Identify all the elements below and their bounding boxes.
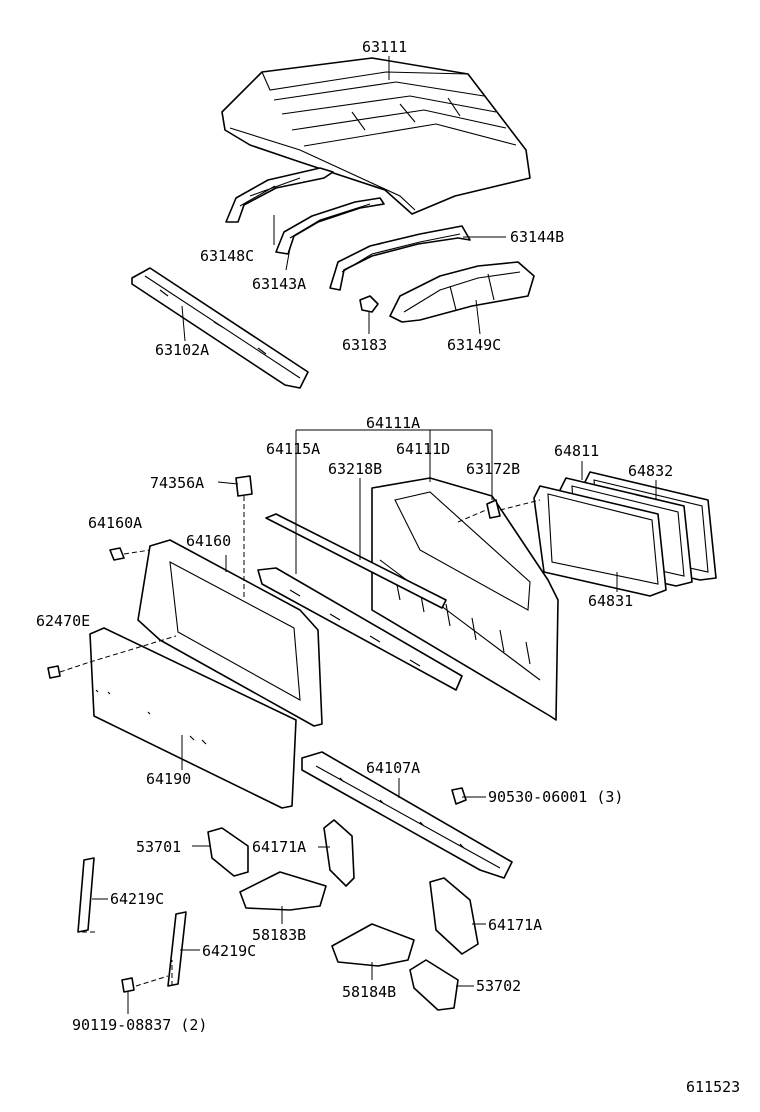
back-trim-board [89,627,297,809]
label-64107A: 64107A [366,759,420,777]
support-bracket-upper [323,819,355,887]
label-64219C-upper: 64219C [110,890,164,908]
rear-glass-weatherstrip [533,485,667,597]
reinforcement-left [239,871,327,911]
label-90119-08837: 90119-08837 (2) [72,1016,207,1034]
label-64160: 64160 [186,532,231,550]
bracket-right [409,959,459,1011]
label-64160A: 64160A [88,514,142,532]
back-bracket [486,499,501,519]
label-64190: 64190 [146,770,191,788]
support-link-lower [167,911,187,987]
bolt [121,977,135,993]
label-53701: 53701 [136,838,181,856]
front-header-panel [131,267,309,389]
rear-header-panel [389,261,535,323]
floor-crossmember [301,751,513,879]
assembly-lines [59,496,541,987]
label-63148C: 63148C [200,247,254,265]
clip [109,547,125,561]
inner-back-frame [137,539,323,727]
back-reinforcement [257,567,463,691]
label-64171A-upper: 64171A [252,838,306,856]
label-90530-06001: 90530-06001 (3) [488,788,623,806]
label-63218B: 63218B [328,460,382,478]
label-64832: 64832 [628,462,673,480]
bracket-left [207,827,249,877]
screw [47,665,61,679]
label-64831: 64831 [588,592,633,610]
label-63172B: 63172B [466,460,520,478]
label-64111A: 64111A [366,414,420,432]
label-63183: 63183 [342,336,387,354]
label-63102A: 63102A [155,341,209,359]
label-64219C-lower: 64219C [202,942,256,960]
back-weatherstrip [265,513,447,609]
label-62470E: 62470E [36,612,90,630]
roof-clip [359,295,379,313]
support-link-upper [77,857,95,933]
roof-panel [221,57,531,215]
leader-lines [92,56,657,1014]
back-panel [371,477,559,721]
label-53702: 53702 [476,977,521,995]
diagram-id: 611523 [686,1078,740,1096]
part-labels: 63111 63148C 63144B 63143A 63102A 63183 … [36,38,740,1096]
label-74356A: 74356A [150,474,204,492]
label-64115A: 64115A [266,440,320,458]
roof-bow-center [275,197,385,255]
label-64171A-lower: 64171A [488,916,542,934]
label-63144B: 63144B [510,228,564,246]
label-64811: 64811 [554,442,599,460]
garnish-plate [235,475,253,497]
reinforcement-right [331,923,415,967]
label-63111: 63111 [362,38,407,56]
roof-bow-rear [329,225,471,291]
label-63149C: 63149C [447,336,501,354]
support-bracket-lower [429,877,479,955]
label-58183B: 58183B [252,926,306,944]
label-58184B: 58184B [342,983,396,1001]
roof-bow-front [225,167,334,223]
label-64111D: 64111D [396,440,450,458]
label-63143A: 63143A [252,275,306,293]
bolt [451,787,467,805]
